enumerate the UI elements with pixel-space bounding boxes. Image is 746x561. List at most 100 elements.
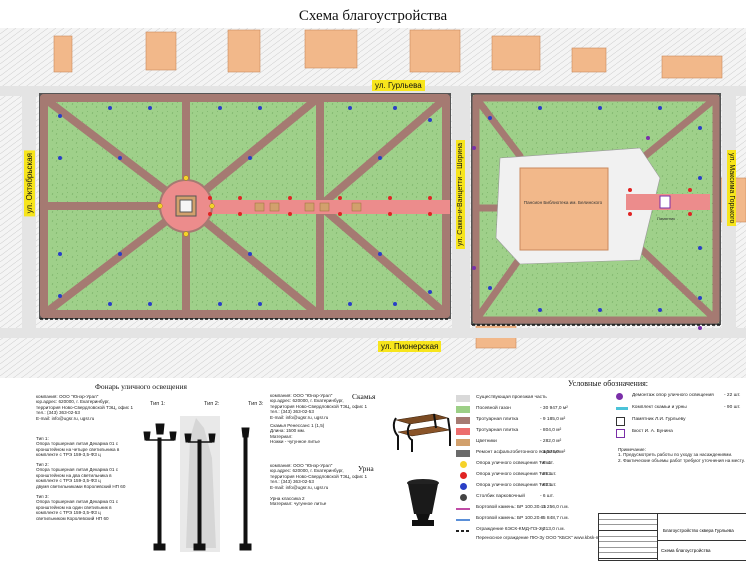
building-label: Пансион Библиотека им. Белинского — [524, 200, 603, 205]
site-plan: Пансион Библиотека им. Белинского Памятн… — [0, 28, 746, 378]
legend-swatch — [456, 428, 470, 435]
legend-item: Ремонт асфальтобетонного покрытия- 1 574… — [456, 449, 746, 459]
lighting-type2-desc: Тип 2:Опора торшерная литая Декарма 01 с… — [36, 462, 126, 489]
lamp-type1-icon — [143, 423, 177, 551]
legend-swatch — [616, 417, 625, 426]
legend-item: Столбик парковочный - 6 шт. — [456, 493, 746, 503]
street-label-bottom: ул. Пионерская — [378, 341, 442, 352]
legend-swatch — [456, 406, 470, 413]
legend-swatch — [460, 461, 467, 468]
title-block-sheet: Схема благоустройства — [661, 548, 711, 553]
legend-value: - 804,0 м² — [540, 428, 562, 433]
bench-icon — [392, 413, 451, 452]
street-label-top: ул. Гурльева — [372, 80, 425, 91]
legend-label: Памятник Л.И. Гурльеву — [632, 417, 686, 422]
legend-item: Ограждение 6ЭСК-КМД-ПЭ-Зу- 313,0 п.м. — [456, 526, 746, 536]
legend-swatch — [456, 439, 470, 446]
lamp-type3-icon — [239, 427, 252, 551]
legend-label: Цветники — [476, 439, 497, 444]
legend-swatch — [460, 494, 467, 501]
bench-heading: Скамья — [352, 392, 376, 401]
legend-label: Опора уличного освещения Тип 2 — [476, 472, 551, 477]
drawing-title: Схема благоустройства — [298, 8, 448, 24]
legend-swatch — [616, 429, 625, 438]
legend-swatch — [456, 395, 470, 402]
lighting-type3-desc: Тип 3:Опора торшерная литая Декарма 01 с… — [36, 494, 118, 521]
lamp-panel-label-1: Тип 1: — [150, 401, 166, 407]
legend-right-item: Памятник Л.И. Гурльеву — [616, 416, 746, 426]
legend-label: Опора уличного освещения Тип 3 — [476, 483, 551, 488]
street-label-left: ул. Октябрьская — [24, 150, 35, 217]
legend-value: - 26 шт. — [540, 472, 557, 477]
legend-swatch — [456, 417, 470, 424]
legend-swatch — [460, 483, 467, 490]
legend-item: Посевной газон - 30 947,0 м² — [456, 405, 746, 415]
legend-value: - 30 947,0 м² — [540, 406, 568, 411]
lighting-type1-desc: Тип 1:Опора торшерная литая Декарма 01 с… — [36, 436, 120, 458]
legend-label: Ремонт асфальтобетонного покрытия — [476, 450, 560, 455]
urn-company: компания: ООО "Юнэр-Урал"юр.адрес: 62000… — [270, 463, 368, 490]
legend-label: Бюст И. А. Бунина — [632, 429, 673, 434]
legend-value: - 9 185,0 м² — [540, 417, 566, 422]
urn-icon — [407, 479, 439, 526]
legend-item: Бортовой камень: БР 100.20.8- 5 848,7 п.… — [456, 515, 746, 525]
urn-heading: Урна — [358, 464, 374, 473]
legend-value: - 282,0 м² — [540, 439, 562, 444]
title-block: Благоустройство сквера Гурльева Схема бл… — [598, 513, 746, 561]
legend-item: Бортовой камень: БР 100.30.15- 1 256,0 п… — [456, 504, 746, 514]
bench-spec: Скамья Ренессанс 1 (1,5)Длина: 1500 мм.М… — [270, 423, 325, 445]
legend-value: - 63 шт. — [540, 483, 557, 488]
street-label-right: ул. Максима Горького — [727, 150, 736, 227]
legend-value: - 313,0 п.м. — [540, 527, 565, 532]
lamp-type2-icon — [184, 433, 216, 551]
monument-label: Памятник — [657, 216, 675, 221]
legend-label: Бортовой камень: БР 100.30.15 — [476, 505, 547, 510]
legend-value: - 6 шт. — [540, 461, 554, 466]
title-block-project: Благоустройство сквера Гурльева — [663, 528, 734, 533]
legend-item: Тротуарная плитка - 804,0 м² — [456, 427, 746, 437]
lamp-illustrations — [143, 416, 252, 552]
legend-label: Ограждение 6ЭСК-КМД-ПЭ-Зу — [476, 527, 545, 532]
legend-label: Столбик парковочный — [476, 494, 525, 499]
legend-item: Существующая проезжая часть — [456, 394, 746, 404]
legend-value: - 5 848,7 п.м. — [540, 516, 569, 521]
legend-label: Демонтаж опор уличного освещения — [632, 393, 714, 398]
legend-right-item: Бюст И. А. Бунина — [616, 428, 746, 438]
legend-item: Опора уличного освещения Тип 3- 63 шт. — [456, 482, 746, 492]
legend-right-item: Комплект скамьи и урны - 90 шт. — [616, 404, 746, 414]
legend-swatch — [616, 393, 623, 400]
legend-item: Цветники - 282,0 м² — [456, 438, 746, 448]
lighting-company: компания: ООО "Юнэр-Урал"юр.адрес: 62000… — [36, 394, 134, 421]
legend-value: - 6 шт. — [540, 494, 554, 499]
legend-label: Тротуарная плитка — [476, 428, 519, 433]
legend-value: - 1 574,0 м² — [540, 450, 566, 455]
bench-company: компания: ООО "Юнэр-Урал"юр.адрес: 62000… — [270, 393, 368, 420]
legend-swatch — [456, 508, 470, 510]
legend-item: Опора уличного освещения Тип 1- 6 шт. — [456, 460, 746, 470]
legend-swatch — [456, 530, 470, 532]
legend-value: - 90 шт. — [724, 405, 741, 410]
lighting-heading: Фонарь уличного освещения — [95, 382, 187, 391]
legend-swatch — [616, 407, 628, 410]
lamp-panel-label-3: Тип 3: — [248, 401, 264, 407]
legend-swatch — [456, 519, 470, 521]
legend-heading: Условные обозначения: — [568, 379, 649, 388]
legend-value: - 22 шт. — [724, 393, 741, 398]
legend-label: Тротуарная плитка — [476, 417, 519, 422]
legend-label: Посевной газон — [476, 406, 511, 411]
legend-swatch — [460, 472, 467, 479]
legend-label: Комплект скамьи и урны — [632, 405, 687, 410]
lamp-panel-label-2: Тип 2: — [204, 401, 220, 407]
street-label-middle: ул. Сакко-и-Ванцетти – Шорина — [456, 140, 465, 250]
legend-swatch — [456, 450, 470, 457]
legend-notes: Примечание:1. Предусмотреть работы по ух… — [618, 447, 745, 463]
legend-item: Опора уличного освещения Тип 2- 26 шт. — [456, 471, 746, 481]
legend-item: Тротуарная плитка - 9 185,0 м² — [456, 416, 746, 426]
legend-label: Бортовой камень: БР 100.20.8 — [476, 516, 544, 521]
legend-label: Опора уличного освещения Тип 1 — [476, 461, 551, 466]
legend-value: - 1 256,0 п.м. — [540, 505, 569, 510]
legend-right-item: Демонтаж опор уличного освещения - 22 шт. — [616, 392, 746, 402]
legend-fence-note: Переносное ограждение ПЮ-Зу ООО "КБСК" w… — [476, 535, 614, 540]
